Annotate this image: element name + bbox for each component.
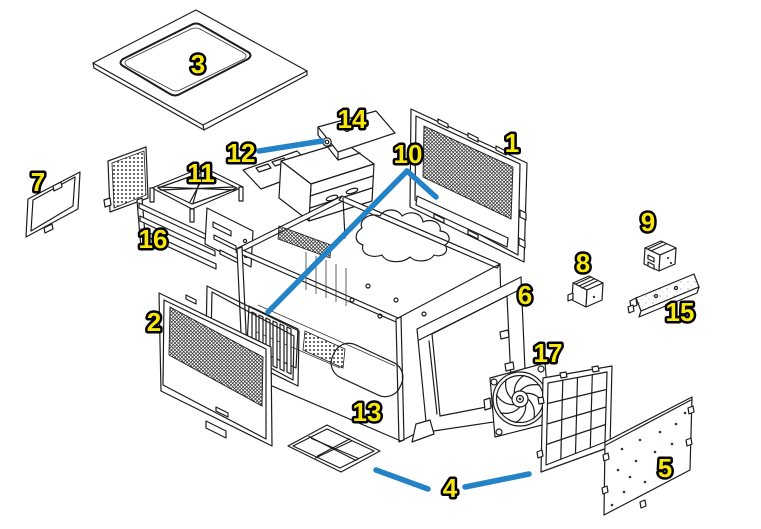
label-5: 5 (658, 453, 672, 483)
part-component-9 (643, 240, 677, 272)
label-13: 13 (353, 397, 382, 427)
part-component-8 (567, 275, 604, 308)
label-3: 3 (191, 49, 205, 79)
label-16: 16 (139, 224, 168, 254)
label-15: 15 (666, 297, 695, 327)
part-top-panel (92, 9, 308, 131)
label-8: 8 (576, 248, 590, 278)
label-6: 6 (518, 280, 532, 310)
label-17: 17 (534, 338, 563, 368)
part-fan-filter (536, 365, 613, 473)
part-odd-cage (242, 110, 396, 222)
part-bottom-cover-plate (601, 396, 695, 516)
front-panel-mesh (168, 306, 264, 407)
part-labels: 1 2 3 4 5 6 7 8 9 10 11 12 13 14 15 16 1… (28, 47, 697, 506)
callout-12 (256, 138, 325, 154)
label-14: 14 (338, 104, 367, 134)
label-7: 7 (31, 167, 45, 197)
callout-lines (256, 138, 532, 492)
part-rail-bracket (627, 273, 700, 318)
callout-4-left (373, 467, 431, 492)
part-bottom-filter (287, 424, 381, 473)
label-10: 10 (394, 139, 423, 169)
part-cooling-fan (483, 362, 551, 438)
callout-10-right (404, 168, 439, 200)
callout-4-right (462, 471, 532, 490)
label-12: 12 (227, 138, 256, 168)
part-side-bracket-panel (25, 171, 81, 238)
part-vent-mesh-panel (103, 146, 149, 213)
top-window (119, 22, 252, 97)
part-side-panel-right (409, 108, 528, 263)
label-11: 11 (187, 158, 215, 188)
side-panel-mesh (422, 125, 514, 220)
part-cage-brace (149, 166, 244, 223)
label-1: 1 (505, 128, 519, 158)
label-4: 4 (443, 473, 458, 503)
label-9: 9 (641, 207, 655, 237)
part-main-chassis (235, 195, 504, 443)
part-front-panel (158, 292, 273, 447)
callout-10-left (265, 168, 410, 315)
label-2: 2 (147, 307, 161, 337)
